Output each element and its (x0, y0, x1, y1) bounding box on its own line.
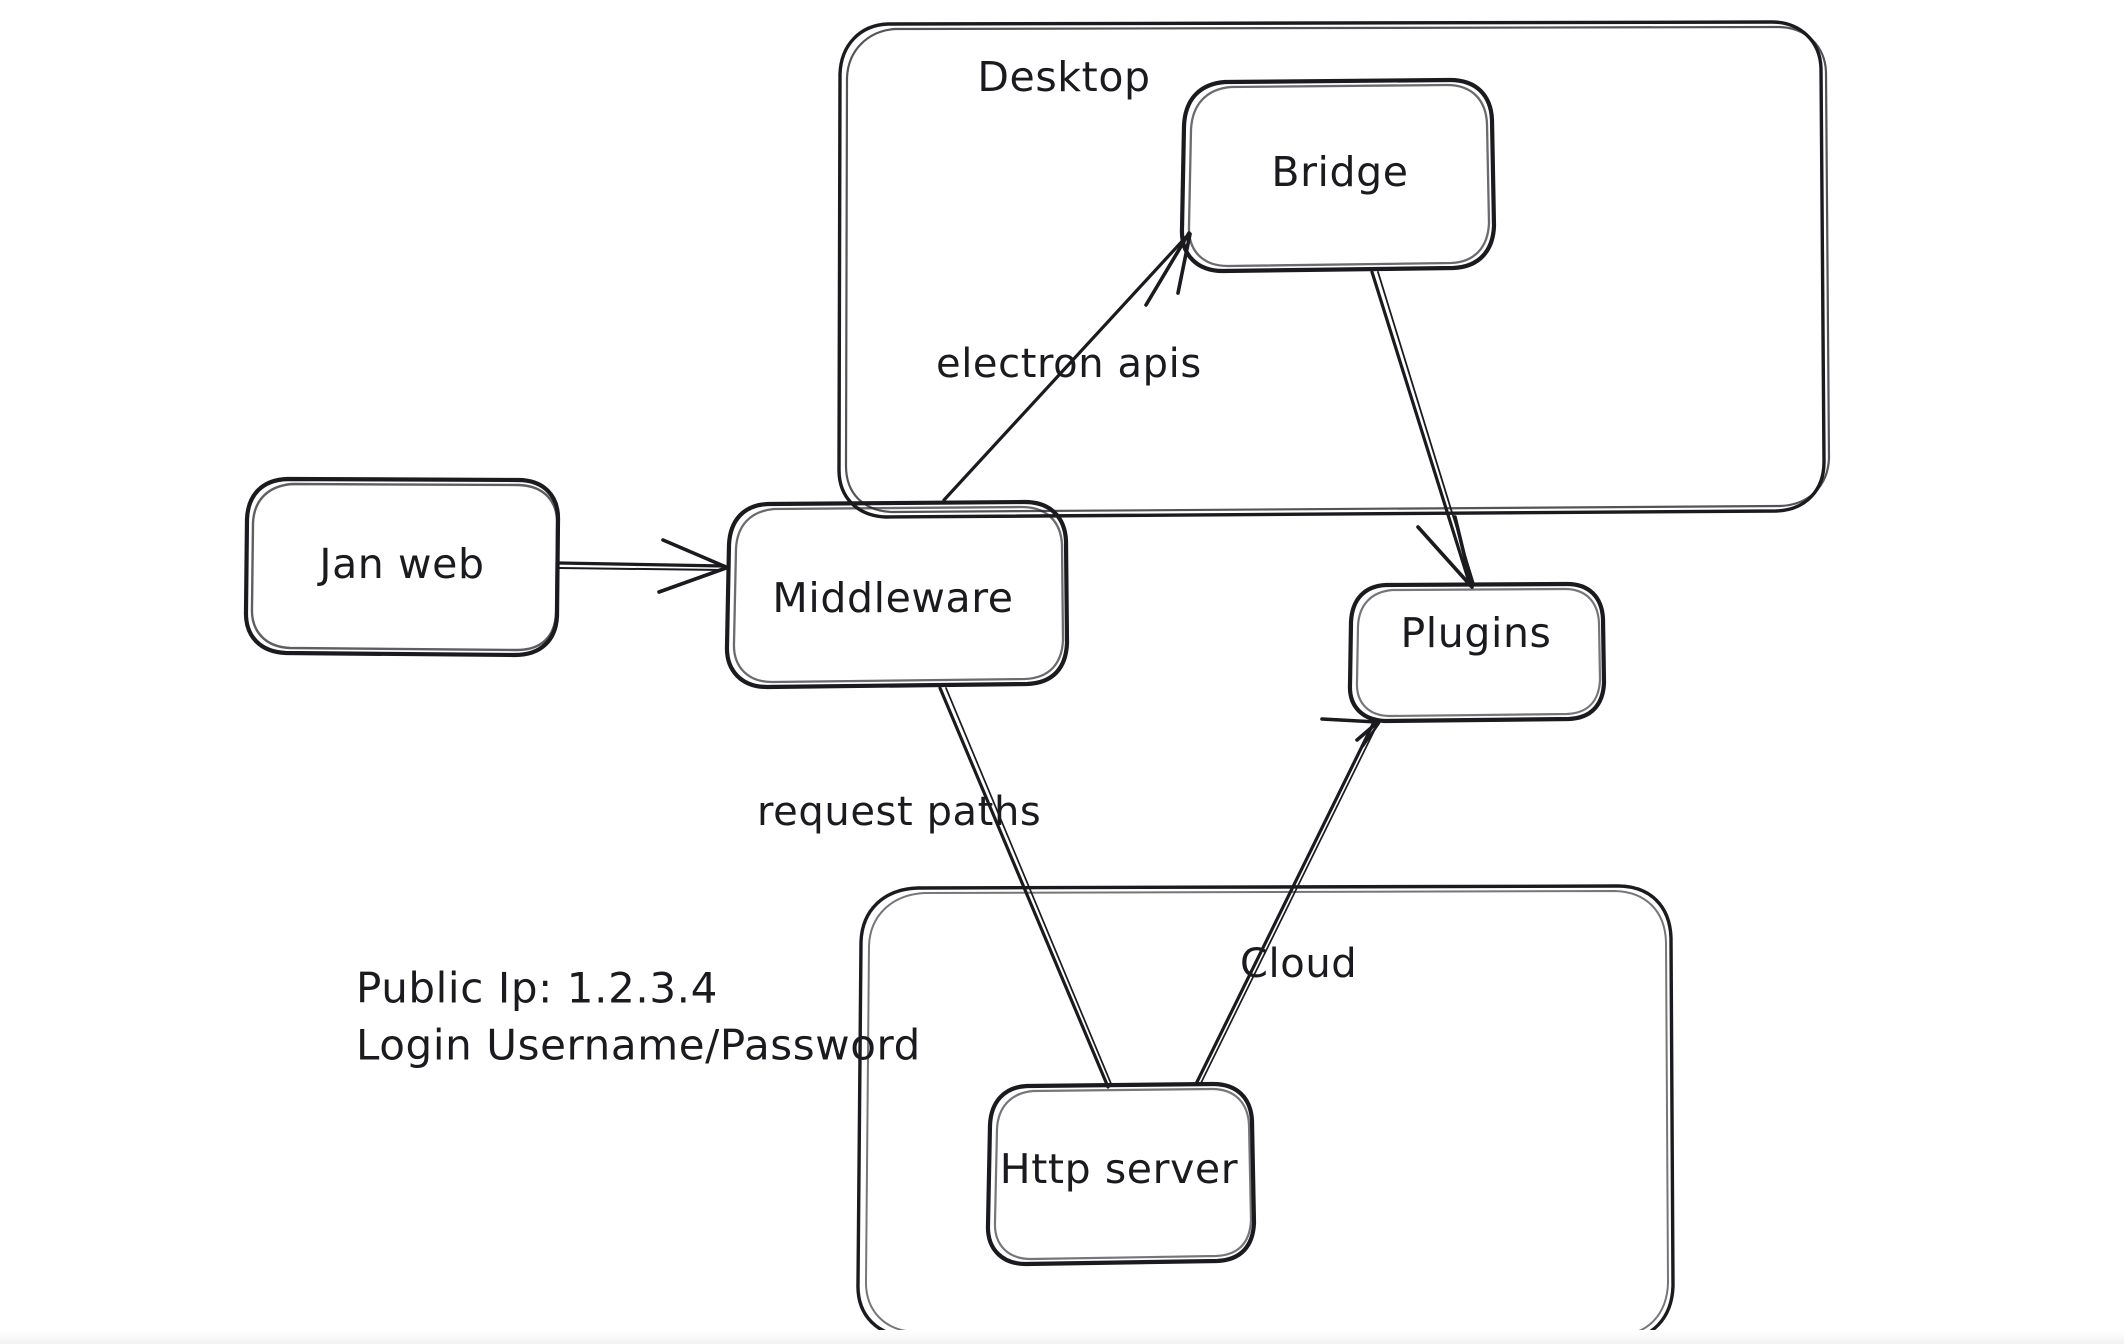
node-middleware-label: Middleware (772, 574, 1013, 622)
edge-label-electron-apis: electron apis (936, 341, 1202, 387)
node-http-server[interactable] (985, 1081, 1257, 1267)
node-bridge[interactable] (1179, 77, 1497, 274)
edge-jan-web-to-middleware (557, 538, 728, 594)
node-plugins[interactable] (1347, 581, 1607, 724)
edge-bridge-to-plugins (1370, 270, 1475, 589)
bottom-edge-band (0, 1330, 2124, 1344)
node-bridge-label: Bridge (1271, 148, 1408, 196)
edge-http-server-to-plugins (1194, 717, 1381, 1086)
container-desktop (837, 20, 1831, 519)
node-middleware[interactable] (724, 499, 1070, 690)
note-login-credentials: Login Username/Password (356, 1021, 921, 1070)
edge-middleware-to-bridge (942, 231, 1192, 502)
edge-label-request-paths: request paths (757, 789, 1041, 835)
node-jan-web-label: Jan web (316, 540, 484, 588)
note-public-ip: Public Ip: 1.2.3.4 (356, 964, 718, 1013)
node-jan-web[interactable] (243, 476, 561, 658)
node-plugins-label: Plugins (1400, 609, 1551, 657)
container-desktop-label: Desktop (977, 53, 1150, 101)
edge-middleware-to-http-server (938, 686, 1113, 1089)
node-http-server-label: Http server (1000, 1145, 1238, 1193)
edge-label-cloud: Cloud (1240, 941, 1357, 987)
